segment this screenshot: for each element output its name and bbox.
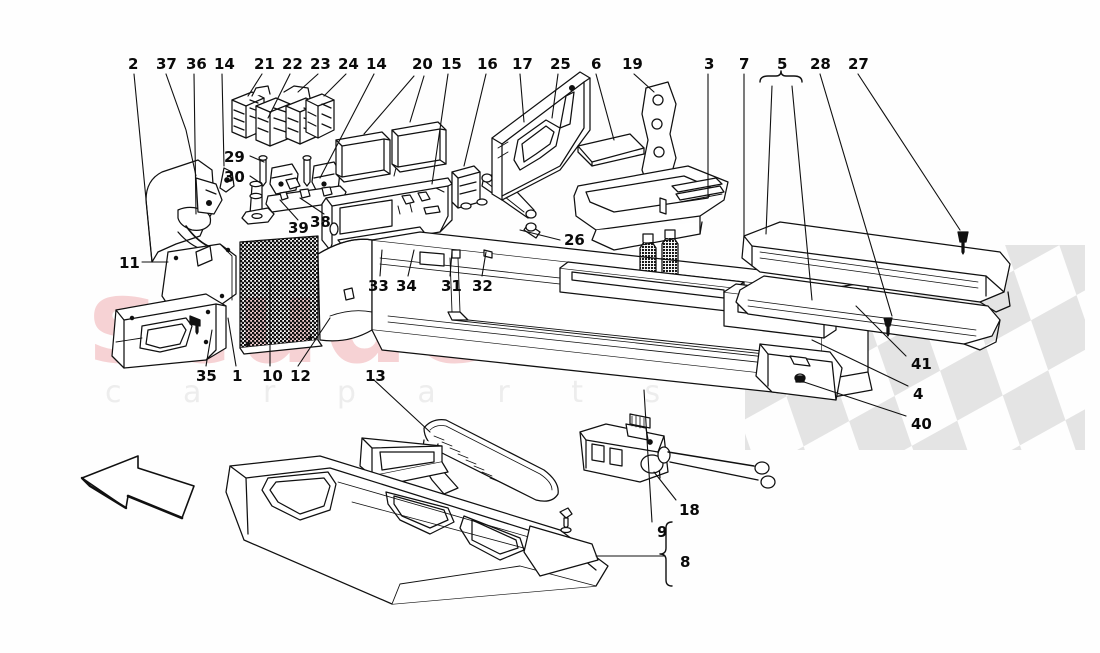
callout-6: 6 (591, 55, 602, 73)
callout-19: 19 (622, 55, 643, 73)
callout-32: 32 (472, 277, 493, 295)
brace-group-8 (659, 521, 673, 587)
callout-34: 34 (396, 277, 417, 295)
callout-25: 25 (550, 55, 571, 73)
callout-15: 15 (441, 55, 462, 73)
callout-23: 23 (310, 55, 331, 73)
part-bracket-35-1 (111, 293, 227, 369)
watermark-subtitle: c a r p a r t s (105, 375, 687, 410)
callout-29: 29 (224, 148, 245, 166)
callout-20: 20 (412, 55, 433, 73)
callout-28: 28 (810, 55, 831, 73)
callout-14-a: 14 (214, 55, 235, 73)
callout-31: 31 (441, 277, 462, 295)
callout-38: 38 (310, 213, 331, 231)
callout-7: 7 (739, 55, 750, 73)
leader-lines (133, 73, 961, 557)
callout-18: 18 (679, 501, 700, 519)
part-tail-wedge (755, 343, 843, 401)
callout-24: 24 (338, 55, 359, 73)
callout-13: 13 (365, 367, 386, 385)
brace-group-5 (759, 70, 803, 83)
part-carpet-10 (239, 235, 323, 355)
callout-35: 35 (196, 367, 217, 385)
part-console-front-12 (317, 238, 373, 342)
part-screw-27 (957, 231, 969, 255)
callout-3: 3 (704, 55, 715, 73)
callout-14-b: 14 (366, 55, 387, 73)
callout-17: 17 (512, 55, 533, 73)
callout-39: 39 (288, 219, 309, 237)
callout-22: 22 (282, 55, 303, 73)
part-bracket-39 (241, 180, 275, 225)
callout-36: 36 (186, 55, 207, 73)
part-switch-bank-right-2 (305, 93, 335, 139)
callout-27: 27 (848, 55, 869, 73)
callout-2: 2 (128, 55, 139, 73)
part-tray-3 (573, 165, 729, 251)
direction-arrow (80, 455, 195, 520)
part-panel-20-b (391, 121, 447, 177)
part-plate-6 (577, 133, 645, 167)
part-panel-20-a (335, 131, 391, 183)
part-screw-28 (883, 317, 893, 337)
part-tunnel-cover-8 (225, 455, 609, 605)
callout-9: 9 (657, 523, 668, 541)
callout-30: 30 (224, 168, 245, 186)
part-frame-17 (491, 71, 591, 201)
callout-12: 12 (290, 367, 311, 385)
callout-8: 8 (680, 553, 691, 571)
part-bracket-11 (161, 243, 237, 309)
part-switch-bank-left-2 (255, 97, 291, 147)
part-bracket-37-36 (195, 167, 235, 215)
callout-11: 11 (119, 254, 140, 272)
callout-37: 37 (156, 55, 177, 73)
callout-21: 21 (254, 55, 275, 73)
part-handbrake-lever-13 (422, 419, 559, 502)
callout-1: 1 (232, 367, 243, 385)
callout-33: 33 (368, 277, 389, 295)
callout-41: 41 (911, 355, 932, 373)
callout-4: 4 (913, 385, 924, 403)
callout-5: 5 (777, 55, 788, 73)
part-relay-16 (451, 165, 488, 210)
callout-10: 10 (262, 367, 283, 385)
callout-26: 26 (564, 231, 585, 249)
callout-16: 16 (477, 55, 498, 73)
callout-40: 40 (911, 415, 932, 433)
part-motor-assembly-18 (579, 413, 776, 489)
part-upper-right-rail (735, 275, 1001, 351)
